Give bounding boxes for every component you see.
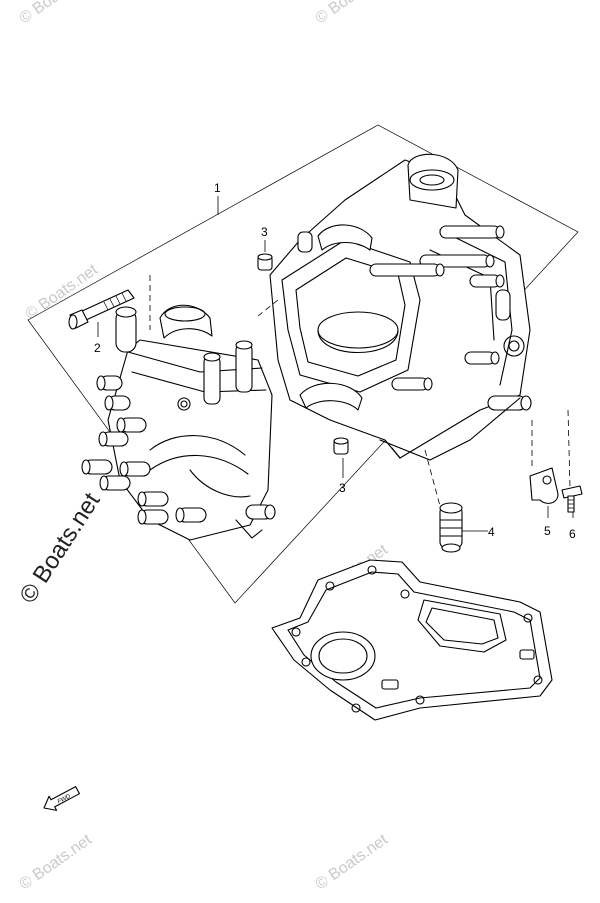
screw-part-6 — [561, 485, 583, 513]
watermark-top-right: © Boats.net — [313, 0, 392, 27]
callouts: 1 2 3 3 4 5 6 — [94, 181, 576, 541]
leader-lines — [97, 196, 574, 532]
callout-5: 5 — [544, 524, 551, 538]
watermark-bottom-right: © Boats.net — [313, 831, 392, 893]
cylinder-block — [269, 153, 532, 461]
gasket — [271, 559, 553, 721]
callout-3-lower: 3 — [339, 481, 346, 495]
callout-4: 4 — [488, 525, 495, 539]
bolt-part-2 — [68, 289, 135, 330]
dowel-pin-lower — [333, 437, 349, 455]
callout-2: 2 — [94, 341, 101, 355]
watermark-top-left: © Boats.net — [17, 0, 96, 27]
callout-1: 1 — [214, 181, 221, 195]
fwd-arrow-icon: FWD — [43, 786, 80, 811]
dowel-pin-upper — [257, 253, 273, 271]
left-half-bosses — [81, 375, 276, 525]
clamp-part-5 — [529, 467, 559, 504]
watermark-large: © Boats.net — [14, 488, 105, 608]
watermark-bottom-left: © Boats.net — [17, 831, 96, 893]
plug-part-4 — [439, 502, 463, 553]
callout-3-upper: 3 — [261, 225, 268, 239]
crankcase-left-half — [81, 304, 276, 541]
callout-6: 6 — [569, 527, 576, 541]
